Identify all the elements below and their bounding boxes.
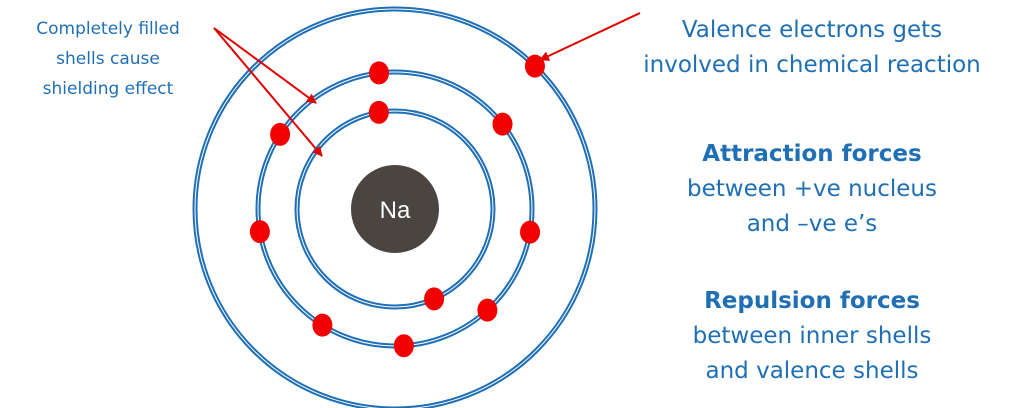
shell-inner-highlight — [296, 110, 494, 308]
valence-line-1: Valence electrons gets — [681, 17, 943, 43]
repulsion-annotation: Repulsion forces between inner shells an… — [600, 284, 1024, 389]
nucleus-symbol: Na — [380, 197, 411, 224]
electron-middle-5 — [520, 220, 541, 244]
attraction-line-1: between +ve nucleus — [686, 176, 937, 202]
electron-middle-8 — [393, 334, 414, 358]
electron-middle-6 — [477, 298, 498, 322]
repulsion-title: Repulsion forces — [704, 288, 920, 314]
shielding-annotation: Completely filled shells cause shielding… — [0, 14, 216, 104]
electron-middle-3 — [270, 122, 291, 146]
repulsion-line-2: and valence shells — [705, 358, 919, 384]
electron-inner-2 — [424, 287, 445, 311]
electron-middle-4 — [249, 220, 270, 244]
attraction-title: Attraction forces — [702, 141, 922, 167]
valence-annotation: Valence electrons gets involved in chemi… — [600, 13, 1024, 83]
attraction-annotation: Attraction forces between +ve nucleus an… — [600, 137, 1024, 242]
electron-middle-7 — [312, 313, 333, 337]
electron-inner-1 — [368, 100, 389, 124]
electron-middle-2 — [492, 112, 513, 136]
nucleus — [351, 165, 439, 253]
repulsion-line-1: between inner shells — [692, 323, 932, 349]
electron-middle-1 — [369, 61, 390, 85]
attraction-line-2: and –ve e’s — [746, 211, 878, 237]
shielding-line-3: shielding effect — [42, 79, 174, 99]
shielding-line-1: Completely filled — [36, 19, 180, 39]
shielding-arrow-inner-shell — [213, 27, 323, 157]
valence-arrow — [539, 12, 641, 61]
shielding-arrow-middle-shell — [213, 27, 317, 104]
valence-line-2: involved in chemical reaction — [643, 52, 981, 78]
shell-outer-highlight — [194, 8, 596, 408]
shielding-line-2: shells cause — [56, 49, 160, 69]
